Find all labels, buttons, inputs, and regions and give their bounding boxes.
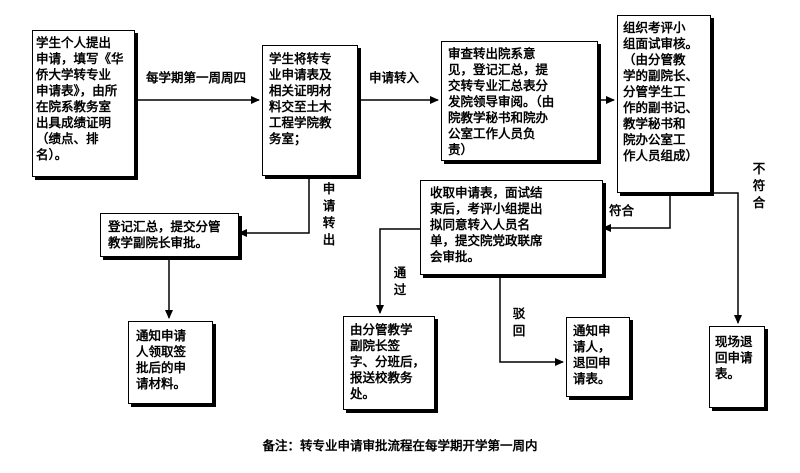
box-sign-off-text: 由分管教学 副院长签 字、分班后， 报送校教务 处。	[350, 322, 426, 401]
label-pass: 通 过	[393, 265, 407, 297]
box-review-text: 审查转出院系意 见，登记汇总，提 交转专业汇总表分 发院领导审阅。（由 院教学秘…	[448, 46, 555, 157]
arrow-collect-to-notify-return	[499, 275, 564, 366]
box-interview-text: 组织考评小 组面试审核。 （由分管教 学的副院长、 分管学生工 作的副书记、 教…	[623, 20, 699, 163]
arrow-interview-to-return	[711, 192, 742, 324]
box-notify-return: 通知申 请人， 退回申 请表。	[566, 317, 630, 397]
label-apply-in: 申请转入	[369, 70, 420, 85]
arrow-interview-to-collect	[602, 193, 671, 232]
label-first-week: 每学期第一周周四	[146, 70, 247, 85]
box-notify-collect-text: 通知申请 人领取签 批后的申 请材料。	[136, 328, 187, 391]
box-interview: 组织考评小 组面试审核。 （由分管教 学的副院长、 分管学生工 作的副书记、 教…	[617, 15, 711, 193]
label-meets: 符合	[609, 203, 635, 218]
box-sign-off: 由分管教学 副院长签 字、分班后， 报送校教务 处。	[343, 316, 435, 410]
label-rejected: 驳 回	[512, 306, 526, 338]
box-collect: 收取申请表，面试结 束后，考评小组提出 拟同意转入人员名 单，提交院党政联席 会…	[420, 180, 603, 275]
box-review: 审查转出院系意 见，登记汇总，提 交转专业汇总表分 发院领导审阅。（由 院教学秘…	[441, 41, 598, 161]
box-register-out-text: 登记汇总，提交分管 教学副院长审批。	[108, 219, 221, 250]
arrow-submit-to-register-out	[238, 176, 310, 237]
box-student-apply: 学生个人提出 申请，填写《华 侨大学转专业 申请表》，由所 在院系教务室 出具成…	[32, 30, 135, 177]
footnote: 备注：转专业申请审批流程在每学期开学第一周内	[262, 438, 538, 453]
box-notify-collect: 通知申请 人领取签 批后的申 请材料。	[128, 321, 213, 404]
box-notify-return-text: 通知申 请人， 退回申 请表。	[573, 323, 611, 386]
label-not-meets: 不 符 合	[752, 161, 766, 210]
box-submit-material: 学生将转专 业申请表及 相关证明材 料交至土木 工程学院教 务室；	[262, 45, 358, 176]
label-apply-out: 申 请 转 出	[322, 181, 336, 247]
arrow-collect-to-signoff	[376, 228, 420, 314]
box-student-apply-text: 学生个人提出 申请，填写《华 侨大学转专业 申请表》，由所 在院系教务室 出具成…	[36, 35, 124, 162]
box-submit-material-text: 学生将转专 业申请表及 相关证明材 料交至土木 工程学院教 务室；	[269, 51, 332, 146]
box-collect-text: 收取申请表，面试结 束后，考评小组提出 拟同意转入人员名 单，提交院党政联席 会…	[430, 185, 543, 264]
box-return-on-site-text: 现场退 回申请 表。	[715, 334, 753, 381]
box-return-on-site: 现场退 回申请 表。	[709, 326, 765, 408]
box-register-out: 登记汇总，提交分管 教学副院长审批。	[100, 213, 239, 257]
